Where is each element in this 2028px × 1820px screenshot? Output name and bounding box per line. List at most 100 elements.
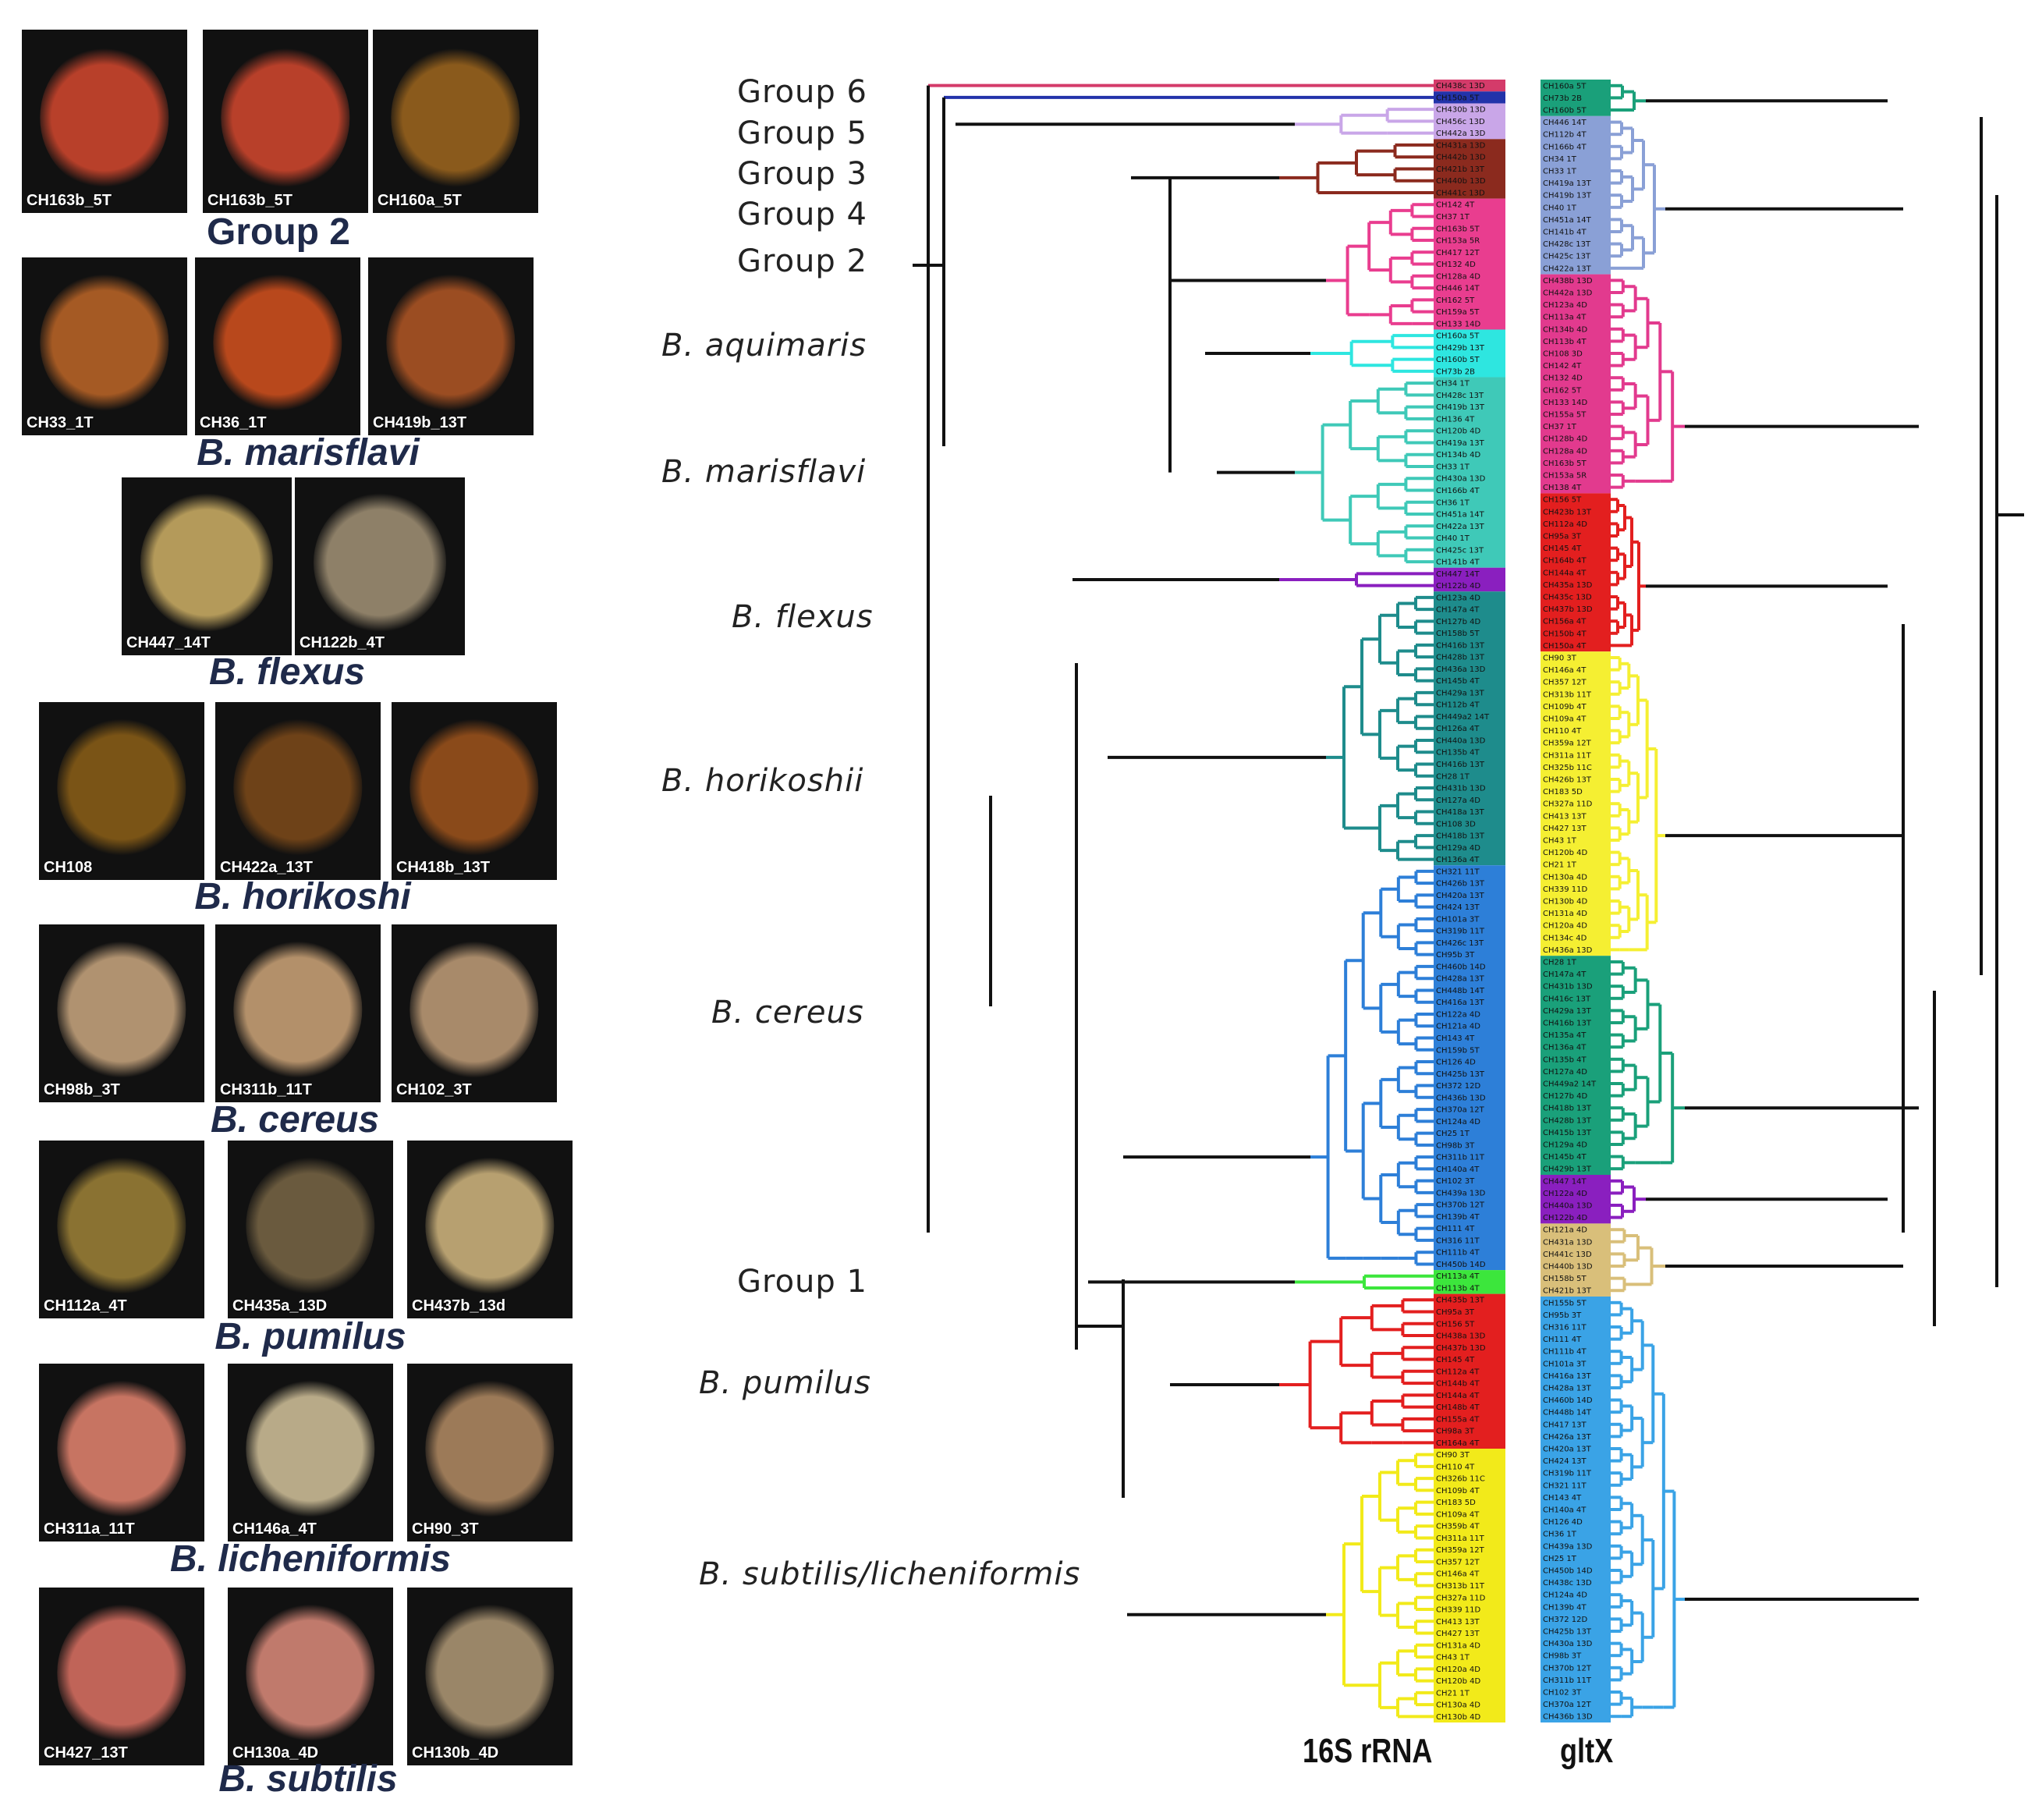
tip-label: CH37 1T (1436, 213, 1470, 222)
tip-label: CH141b 4T (1543, 229, 1587, 237)
tip-label: CH435c 13D (1543, 594, 1592, 602)
photo-caption: CH130b_4D (412, 1744, 499, 1761)
clade-label: Group 4 (737, 197, 867, 232)
tip-label: CH123a 4D (1436, 594, 1480, 602)
tip-label: CH313b 11T (1543, 690, 1592, 699)
tip-label: CH120b 4D (1436, 428, 1480, 436)
tip-label: CH142 4T (1436, 201, 1475, 210)
tip-label: CH431a 13D (1436, 141, 1486, 150)
tip-label: CH124a 4D (1543, 1591, 1587, 1600)
tip-label: CH319b 11T (1543, 1470, 1592, 1478)
tip-label: CH429a 13T (1543, 1007, 1592, 1016)
tip-label: CH430b 13D (1436, 106, 1486, 115)
clade-color-strip (1540, 1223, 1611, 1297)
tip-label: CH110 4T (1543, 727, 1582, 736)
tip-label: CH144b 4T (1436, 1380, 1480, 1389)
tip-label: CH122a 4D (1436, 1010, 1480, 1019)
tip-label: CH419a 13T (1436, 439, 1485, 448)
clade-color-strip (1540, 274, 1611, 494)
tip-label: CH451a 14T (1436, 511, 1485, 520)
tip-label: CH440a 13D (1436, 736, 1486, 745)
clade-label: Group 6 (737, 74, 867, 110)
colony-disc (246, 1603, 375, 1743)
tip-label: CH28 1T (1543, 959, 1577, 967)
tip-label: CH139b 4T (1436, 1213, 1480, 1222)
tip-label: CH442a 13D (1543, 289, 1593, 298)
tip-label: CH321 11T (1436, 867, 1480, 876)
tip-label: CH448b 14T (1436, 987, 1485, 995)
tip-label: CH134c 4D (1543, 934, 1587, 942)
tip-label: CH423b 13T (1543, 508, 1592, 516)
colony-photo: CH419b_13T (368, 257, 534, 435)
tip-label: CH158b 5T (1543, 1275, 1587, 1283)
tip-label: CH109a 4T (1436, 1510, 1480, 1519)
tip-label: CH159a 5T (1436, 308, 1480, 317)
tip-label: CH160a 5T (1543, 82, 1587, 90)
tip-label: CH425c 13T (1543, 253, 1591, 261)
tip-label: CH128a 4D (1436, 272, 1480, 281)
tip-label: CH370b 12T (1436, 1201, 1485, 1210)
photo-caption: CH418b_13T (396, 859, 491, 876)
tip-label: CH109b 4T (1436, 1487, 1480, 1495)
colony-disc (57, 718, 186, 857)
tip-label: CH416b 13T (1436, 761, 1485, 769)
tip-label: CH143 4T (1436, 1034, 1475, 1043)
tip-label: CH156a 4T (1543, 618, 1587, 626)
tip-label: CH166b 4T (1543, 143, 1587, 151)
tip-label: CH108 3D (1436, 820, 1476, 828)
tip-label: CH90 3T (1436, 1451, 1470, 1460)
tip-label: CH311a 11T (1543, 751, 1592, 760)
clade-color-strip (1434, 591, 1505, 866)
tip-label: CH311a 11T (1436, 1534, 1485, 1543)
tip-label: CH146a 4T (1543, 666, 1587, 675)
colony-photo: CH163b_5T (203, 30, 368, 213)
tip-label: CH359a 12T (1436, 1546, 1485, 1555)
tip-label: CH113b 4T (1543, 338, 1587, 346)
tip-label: CH417 13T (1543, 1421, 1587, 1429)
clade-color-strip (1434, 329, 1505, 378)
tip-label: CH101a 3T (1436, 915, 1480, 924)
tip-label: CH147a 4T (1436, 606, 1480, 615)
tip-label: CH439a 13D (1543, 1542, 1593, 1551)
tip-label: CH372 12D (1543, 1616, 1587, 1624)
tip-label: CH111 4T (1436, 1225, 1475, 1233)
tip-label: CH426c 13T (1436, 939, 1484, 948)
tip-label: CH150a 4T (1543, 642, 1587, 651)
tip-label: CH155a 5T (1543, 411, 1587, 420)
tip-label: CH136 4T (1436, 415, 1475, 424)
tip-label: CH446 14T (1436, 285, 1480, 293)
clade-label: B. cereus (711, 995, 864, 1031)
tip-label: CH120a 4D (1543, 922, 1587, 931)
tip-label: CH156 5T (1436, 1320, 1475, 1329)
tip-label: CH141b 4T (1436, 559, 1480, 567)
tip-label: CH134b 4D (1436, 451, 1480, 459)
colony-disc (425, 1156, 555, 1296)
tip-label: CH339 11D (1436, 1606, 1480, 1615)
tip-label: CH428a 13T (1543, 1385, 1592, 1393)
colony-photo: CH163b_5T (22, 30, 187, 213)
photo-caption: CH36_1T (200, 414, 267, 431)
colony-disc (386, 273, 516, 413)
tip-label: CH441c 13D (1543, 1251, 1592, 1259)
tip-label: CH418a 13T (1436, 808, 1485, 817)
clade-color-strip (1540, 115, 1611, 275)
tip-label: CH120a 4D (1436, 1666, 1480, 1674)
tip-label: CH441c 13D (1436, 189, 1485, 197)
tip-label: CH439a 13D (1436, 1189, 1486, 1197)
colony-photo: CH33_1T (22, 257, 187, 435)
tip-label: CH160a 5T (1436, 332, 1480, 341)
tip-label: CH101a 3T (1543, 1360, 1587, 1368)
tip-label: CH450b 14D (1436, 1261, 1486, 1269)
colony-disc (57, 1156, 186, 1296)
tip-label: CH424 13T (1543, 1457, 1587, 1466)
tip-label: CH111b 4T (1436, 1249, 1480, 1258)
tip-label: CH156 5T (1543, 496, 1582, 505)
tip-label: CH120b 4D (1543, 849, 1587, 857)
tip-label: CH417 12T (1436, 249, 1480, 257)
tip-label: CH447 14T (1436, 570, 1480, 579)
tip-label: CH456c 13D (1436, 118, 1485, 126)
tip-label: CH120b 4D (1436, 1677, 1480, 1686)
colony-photo: CH427_13T (39, 1588, 204, 1765)
colony-disc (140, 493, 274, 633)
